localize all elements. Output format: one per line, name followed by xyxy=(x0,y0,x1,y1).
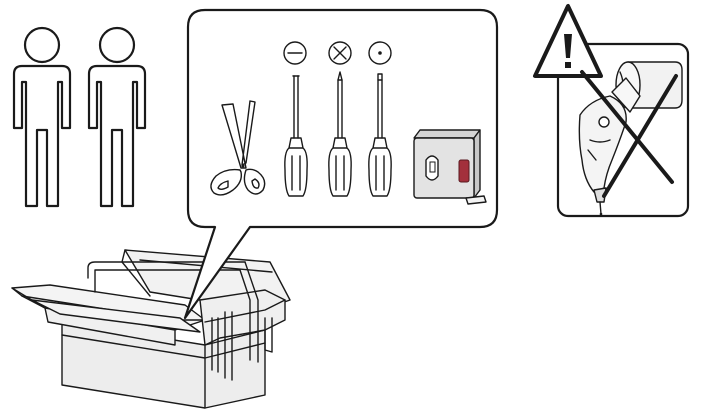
toolbox-icon xyxy=(11,249,291,409)
tools-callout xyxy=(183,8,499,320)
warning-triangle-icon xyxy=(533,4,603,78)
minus-symbol xyxy=(283,41,307,65)
drill-icon xyxy=(578,77,641,216)
two-persons-icon xyxy=(12,26,147,208)
phillips-screwdriver-icon xyxy=(328,71,352,197)
torx-screwdriver-icon xyxy=(368,73,392,197)
scissors-icon xyxy=(210,100,266,196)
cross-symbol xyxy=(328,41,352,65)
person-icon-left xyxy=(12,26,72,208)
tape-measure-icon xyxy=(413,129,487,205)
flat-screwdriver-icon xyxy=(284,75,308,197)
no-drilling-warning-icon xyxy=(533,4,690,218)
person-icon-right xyxy=(87,26,147,208)
dot-symbol xyxy=(368,41,392,65)
